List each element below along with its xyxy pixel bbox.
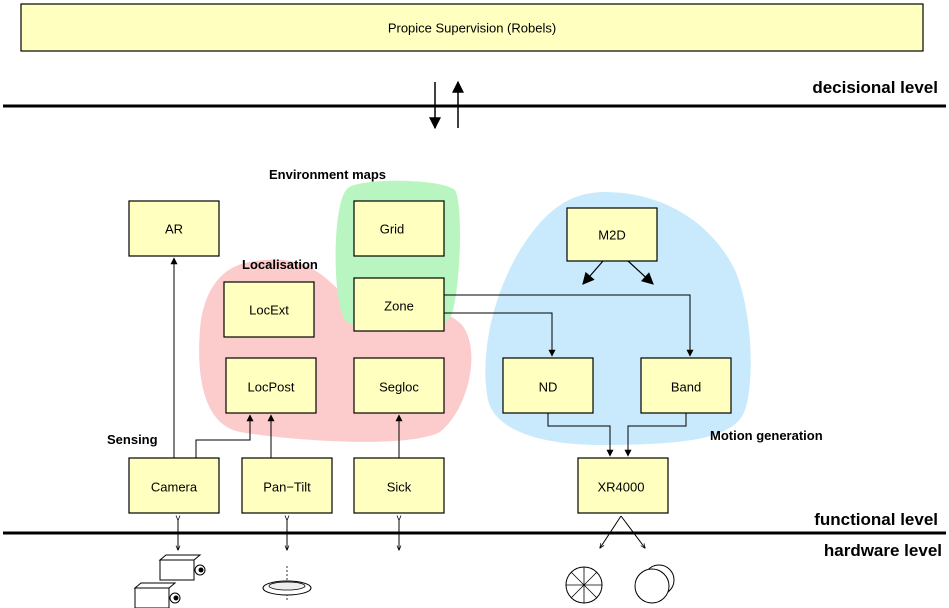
module-segloc: Segloc bbox=[353, 357, 445, 414]
module-grid: Grid bbox=[353, 200, 445, 257]
module-grid-label: Grid bbox=[380, 222, 405, 237]
module-locpost-label: LocPost bbox=[248, 380, 295, 395]
sensing-label: Sensing bbox=[107, 432, 158, 447]
module-m2d-label: M2D bbox=[598, 228, 625, 243]
module-pan-tilt-label: Pan−Tilt bbox=[263, 480, 311, 495]
environment-maps-label: Environment maps bbox=[269, 167, 386, 182]
camera-hardware-icon bbox=[133, 554, 206, 608]
module-camera-label: Camera bbox=[151, 480, 198, 495]
module-xr4000: XR4000 bbox=[577, 457, 669, 514]
xr4000-hw-link bbox=[600, 515, 645, 548]
module-segloc-label: Segloc bbox=[379, 380, 419, 395]
decisional-level-label: decisional level bbox=[812, 78, 938, 97]
module-camera: Camera bbox=[128, 457, 220, 514]
supervisor-label: Propice Supervision (Robels) bbox=[388, 21, 556, 36]
functional-level-label: functional level bbox=[814, 510, 938, 529]
wire-zone-band bbox=[444, 294, 694, 357]
wire-camera-locpost bbox=[195, 414, 254, 458]
module-xr4000-label: XR4000 bbox=[598, 480, 645, 495]
localisation-label: Localisation bbox=[242, 257, 318, 272]
module-locext: LocExt bbox=[223, 281, 315, 338]
wire-band-xr4000 bbox=[624, 413, 687, 457]
pan-tilt-hardware-icon bbox=[262, 566, 312, 600]
wheel-hardware-icon bbox=[565, 566, 603, 604]
module-ar-label: AR bbox=[165, 222, 183, 237]
module-zone: Zone bbox=[353, 277, 445, 332]
hardware-level-label: hardware level bbox=[824, 541, 942, 560]
module-locext-label: LocExt bbox=[249, 303, 289, 318]
module-band: Band bbox=[640, 357, 732, 414]
module-ar: AR bbox=[128, 200, 220, 257]
supervisor-box: Propice Supervision (Robels) bbox=[20, 3, 924, 52]
module-sick-label: Sick bbox=[387, 480, 412, 495]
wire-nd-xr4000 bbox=[547, 413, 614, 457]
module-nd: ND bbox=[502, 357, 594, 414]
module-m2d: M2D bbox=[566, 207, 658, 262]
wire-m2d-right bbox=[627, 260, 654, 285]
module-nd-label: ND bbox=[539, 380, 558, 395]
wire-zone-nd bbox=[444, 312, 556, 357]
wire-m2d-left bbox=[582, 260, 604, 285]
wheels-hardware-icon bbox=[634, 564, 675, 604]
module-pan-tilt: Pan−Tilt bbox=[241, 457, 333, 514]
motion-generation-label: Motion generation bbox=[710, 428, 823, 443]
module-locpost: LocPost bbox=[225, 357, 317, 414]
module-band-label: Band bbox=[671, 380, 701, 395]
module-sick: Sick bbox=[353, 457, 445, 514]
module-zone-label: Zone bbox=[384, 299, 414, 314]
